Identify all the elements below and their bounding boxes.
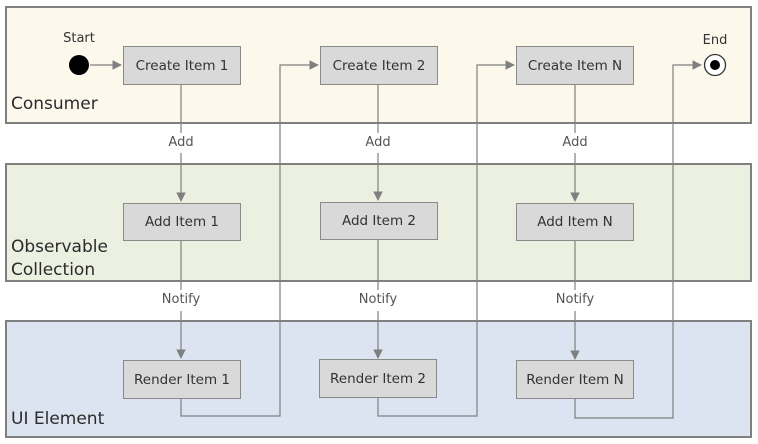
add-item-1-box[interactable]: Add Item 1 [123, 203, 241, 241]
render-item-2-box[interactable]: Render Item 2 [319, 359, 437, 398]
ui-element-lane-label: UI Element [11, 409, 105, 429]
notify-label-1: Notify [161, 292, 201, 307]
notify-label-n: Notify [555, 292, 595, 307]
start-node [69, 55, 89, 75]
start-label: Start [63, 31, 95, 46]
consumer-lane-label: Consumer [11, 94, 98, 114]
end-node-center [710, 60, 720, 70]
add-label-2: Add [365, 135, 391, 150]
observable-collection-lane-label-line2: Collection [11, 260, 96, 280]
add-item-n-box[interactable]: Add Item N [516, 203, 634, 241]
add-item-2-box[interactable]: Add Item 2 [320, 202, 438, 240]
render-item-1-box[interactable]: Render Item 1 [123, 360, 241, 399]
create-item-1-box[interactable]: Create Item 1 [123, 46, 241, 85]
render-2-to-create-n-arrow [377, 60, 515, 417]
notify-label-2: Notify [358, 292, 398, 307]
render-item-n-box[interactable]: Render Item N [516, 360, 634, 399]
render-1-to-create-2-arrow [180, 60, 319, 417]
end-label: End [702, 33, 728, 48]
create-item-2-box[interactable]: Create Item 2 [320, 46, 438, 85]
observable-collection-lane-label-line1: Observable [11, 237, 108, 257]
add-label-n: Add [562, 135, 588, 150]
create-item-n-box[interactable]: Create Item N [516, 46, 634, 85]
render-n-to-end-arrow [574, 60, 702, 419]
add-label-1: Add [168, 135, 194, 150]
